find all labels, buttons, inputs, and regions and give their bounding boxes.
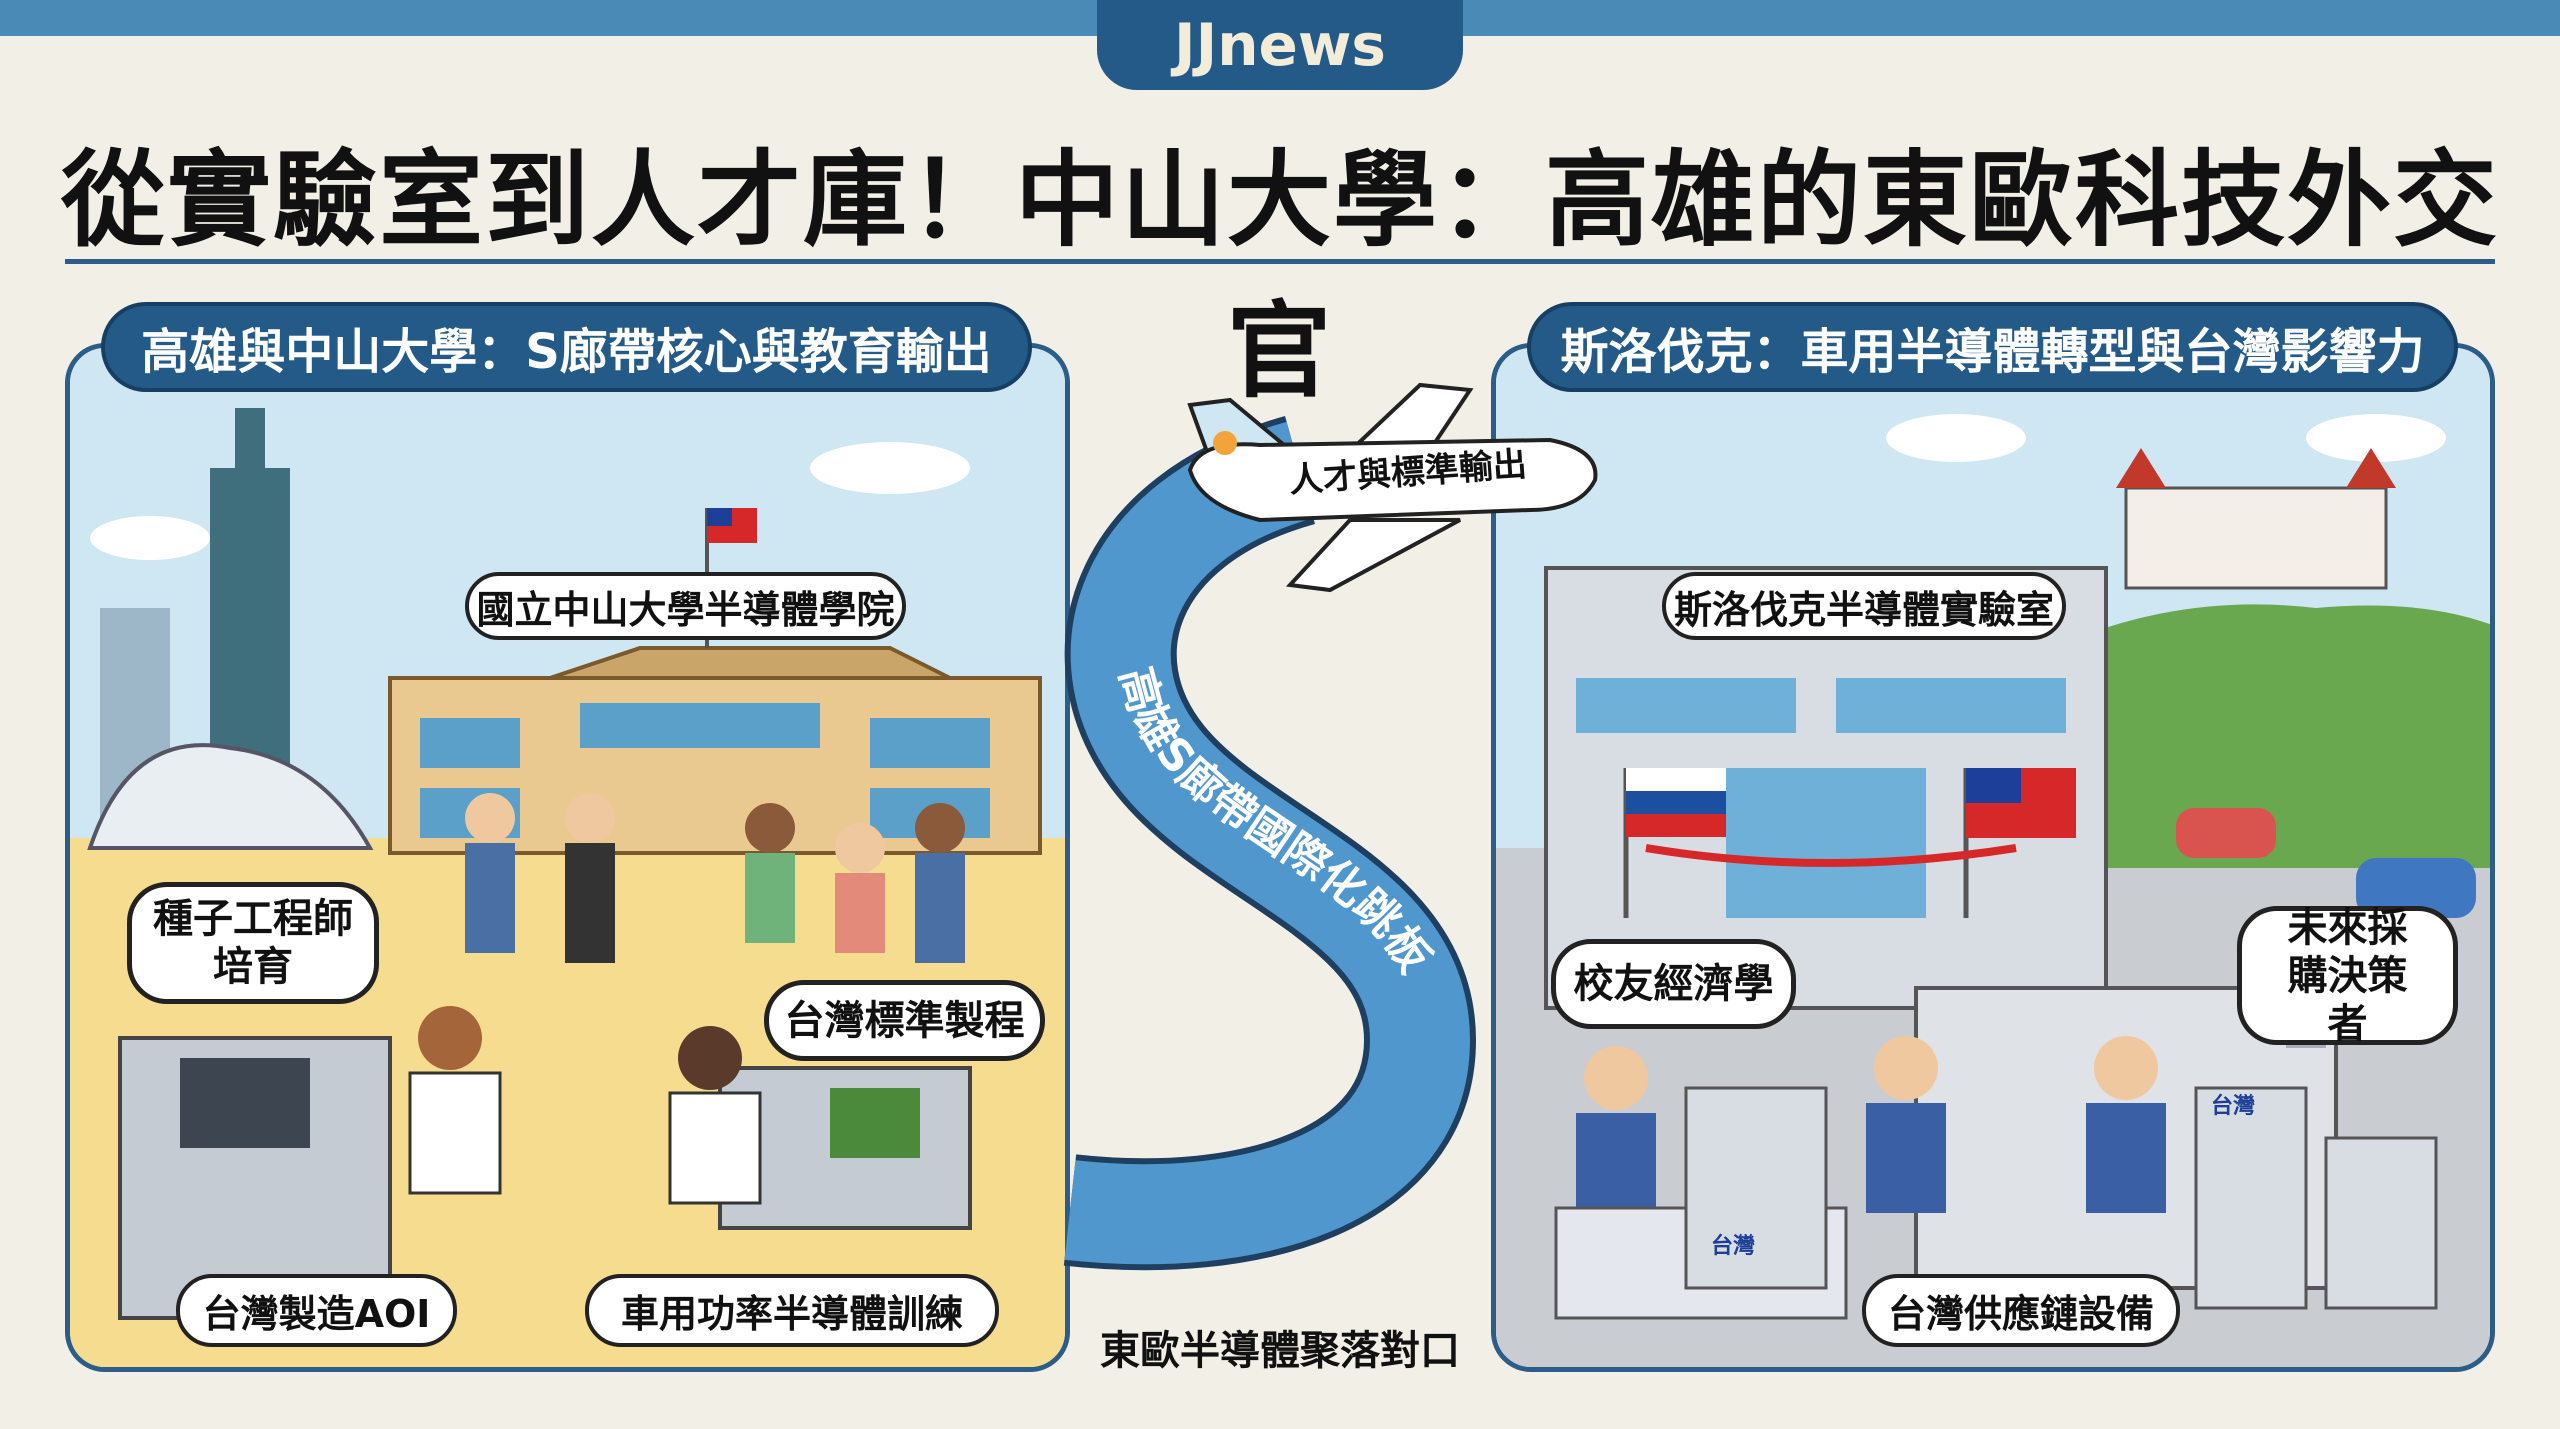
slovakia-flag-icon [1626,768,1726,837]
bottom-label-eu-cluster: 東歐半導體聚落對口 [1100,1328,1460,1374]
speech-bubble-standard-process: 台灣標準製程 [764,980,1045,1061]
speech-bubble-alumni-economy: 校友經濟學 [1551,939,1796,1029]
bratislava-castle-icon [2124,486,2388,590]
airplane-icon [1187,382,1598,593]
speech-bubble-seed-engineers: 種子工程師 培育 [127,882,379,1004]
equipment-tag-label: 台灣 [2211,1093,2255,1119]
university-sign-label: 國立中山大學半導體學院 [465,572,906,640]
taiwan-flag-icon [1966,768,2076,838]
equipment-tag-label: 台灣 [1711,1233,1755,1259]
lab-sign-label: 斯洛伐克半導體實驗室 [1662,572,2066,640]
label-aoi: 台灣製造AOI [176,1274,457,1347]
title-divider [65,259,2495,264]
car-icon [2356,858,2476,918]
equipment-machine-icon [1684,1086,1828,1290]
left-panel-header: 高雄與中山大學：S廊帶核心與教育輸出 [101,302,1032,392]
ribbon-icon [1645,844,2017,867]
page-title: 從實驗室到人才庫！中山大學：高雄的東歐科技外交官 [60,139,2499,412]
speech-bubble-future-buyers: 未來採購決策者 [2237,905,2458,1047]
s-road [1064,421,1471,1265]
student-slovak-shirt-icon [408,1071,502,1195]
hill-icon [1996,604,2490,868]
brand-logo-tab: JJnews [1097,0,1463,90]
label-taiwan-supply-chain: 台灣供應鏈設備 [1862,1274,2180,1347]
pop-music-center-icon [87,743,374,850]
right-panel-header: 斯洛伐克：車用半導體轉型與台灣影響力 [1527,302,2458,392]
label-power-semiconductor-training: 車用功率半導體訓練 [585,1274,999,1347]
